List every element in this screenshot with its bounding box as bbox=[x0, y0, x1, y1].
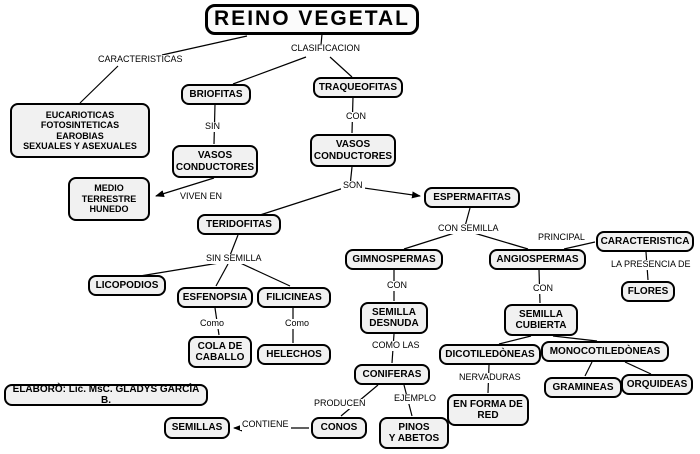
node-angiospermas: ANGIOSPERMAS bbox=[489, 249, 586, 270]
node-espermafitas: ESPERMAFITAS bbox=[424, 187, 520, 208]
edge-label-como-izq: Como bbox=[198, 318, 227, 329]
node-semilla-cubierta: SEMILLA CUBIERTA bbox=[504, 304, 578, 336]
node-teridofitas: TERIDOFITAS bbox=[197, 214, 281, 235]
node-cola-de-caballo: COLA DE CABALLO bbox=[188, 336, 252, 368]
edge-label-principal: PRINCIPAL bbox=[536, 232, 587, 243]
node-pinos-y-abetos: PINOS Y ABETOS bbox=[379, 417, 449, 449]
node-semilla-desnuda: SEMILLA DESNUDA bbox=[360, 302, 428, 334]
node-vasos-conductores-der: VASOS CONDUCTORES bbox=[310, 134, 396, 167]
node-en-forma-de-red: EN FORMA DE RED bbox=[447, 394, 529, 426]
edge-label-con-angiospermas: CON bbox=[531, 283, 555, 294]
node-briofitas: BRIOFITAS bbox=[181, 84, 251, 105]
node-caracteristica: CARACTERISTICA bbox=[596, 231, 694, 252]
node-medio-terrestre: MEDIO TERRESTRE HUNEDO bbox=[68, 177, 150, 221]
edge-label-contiene: CONTIENE bbox=[240, 419, 291, 430]
edge-label-ejemplo: EJEMPLO bbox=[392, 393, 439, 404]
node-vasos-conductores-izq: VASOS CONDUCTORES bbox=[172, 145, 258, 178]
edge-label-son: SON bbox=[341, 180, 365, 191]
node-conos: CONOS bbox=[311, 417, 367, 439]
node-flores: FLORES bbox=[621, 281, 675, 302]
node-filicineas: FILICINEAS bbox=[257, 287, 331, 308]
node-dicotiledoneas: DICOTILEDÒNEAS bbox=[439, 344, 541, 365]
edge-label-la-presencia-de: LA PRESENCIA DE bbox=[609, 259, 693, 270]
node-eucarioticas: EUCARIOTICAS FOTOSINTETICAS EAROBIAS SEX… bbox=[10, 103, 150, 158]
node-orquideas: ORQUIDEAS bbox=[621, 374, 693, 395]
edge-label-como-las: COMO LAS bbox=[370, 340, 422, 351]
edge-label-con-semilla: CON SEMILLA bbox=[436, 223, 501, 234]
node-licopodios: LICOPODIOS bbox=[88, 275, 166, 296]
node-traqueofitas: TRAQUEOFITAS bbox=[313, 77, 403, 98]
edge-label-como-der: Como bbox=[283, 318, 312, 329]
edge-label-con-traqueofitas: CON bbox=[344, 111, 368, 122]
node-esfenopsia: ESFENOPSIA bbox=[177, 287, 253, 308]
node-gramineas: GRAMINEAS bbox=[544, 377, 622, 398]
edge-label-sin: SIN bbox=[203, 121, 223, 132]
node-helechos: HELECHOS bbox=[257, 344, 331, 365]
edge-label-nervaduras: NERVADURAS bbox=[457, 372, 523, 383]
node-gimnospermas: GIMNOSPERMAS bbox=[345, 249, 443, 270]
edge-label-clasificacion: CLASIFICACION bbox=[289, 43, 363, 54]
author-box: ELABORÒ: Lic. MsC. GLADYS GARCÌA B. bbox=[4, 384, 208, 406]
edge-label-viven-en: VIVEN EN bbox=[178, 191, 225, 202]
node-monocotiledoneas: MONOCOTILEDÒNEAS bbox=[541, 341, 669, 362]
node-semillas: SEMILLAS bbox=[164, 417, 230, 439]
edge-label-con-gimnospermas: CON bbox=[385, 280, 409, 291]
edge-label-caracteristicas: CARACTERISTICAS bbox=[96, 54, 185, 65]
edge-label-sin-semilla: SIN SEMILLA bbox=[204, 253, 264, 264]
node-reino-vegetal: REINO VEGETAL bbox=[205, 4, 419, 35]
node-coniferas: CONIFERAS bbox=[354, 364, 430, 385]
edge-label-producen: PRODUCEN bbox=[312, 398, 368, 409]
